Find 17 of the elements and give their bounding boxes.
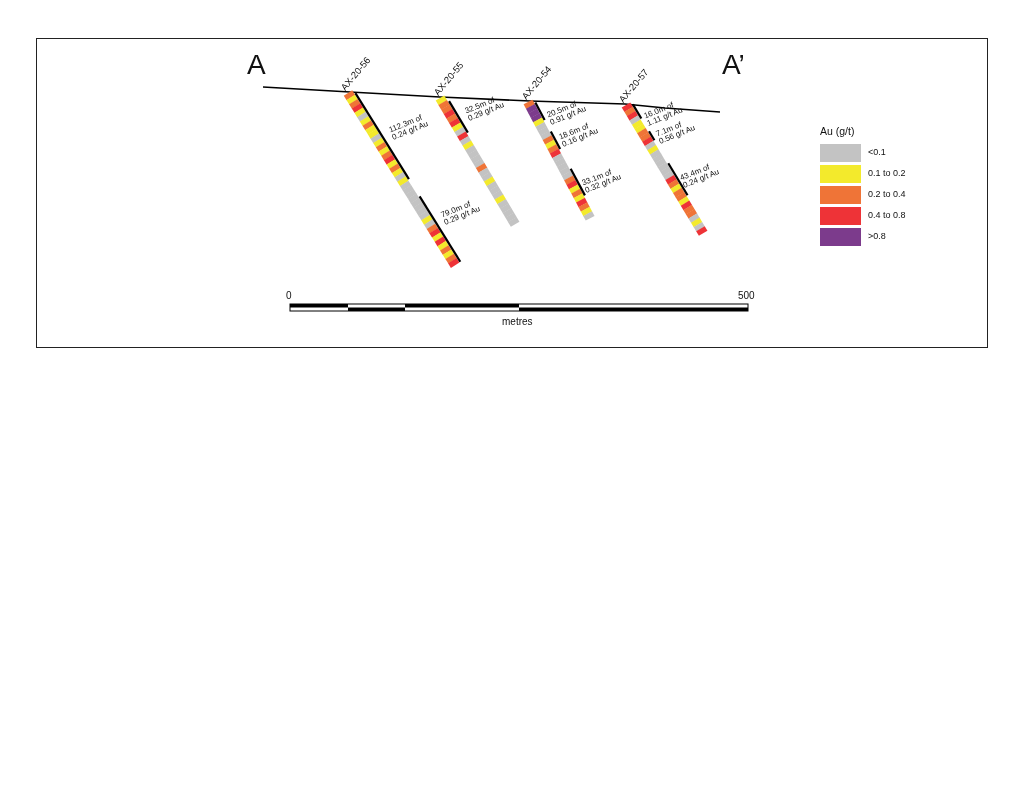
intercept-label: 18.6m of 0.16 g/t Au <box>558 121 601 150</box>
legend-label: 0.1 to 0.2 <box>868 168 906 178</box>
section-end-label: A’ <box>722 50 745 80</box>
intercept-label: 112.3m of 0.24 g/t Au <box>388 111 431 143</box>
legend-label: <0.1 <box>868 147 886 157</box>
scale-unit-label: metres <box>502 317 533 328</box>
scale-tick-label: 0 <box>286 291 292 302</box>
intercept-label: 33.1m of 0.32 g/t Au <box>581 166 624 196</box>
legend-label: 0.4 to 0.8 <box>868 210 906 220</box>
intercept-label: 32.5m of 0.29 g/t Au <box>464 94 507 124</box>
legend-title: Au (g/t) <box>820 126 855 137</box>
scale-tick-label: 500 <box>738 291 755 302</box>
intercept-label: 79.0m of 0.29 g/t Au <box>440 198 483 228</box>
intercept-label: 43.4m of 0.24 g/t Au <box>679 161 722 191</box>
legend-label: >0.8 <box>868 231 886 241</box>
legend-label: 0.2 to 0.4 <box>868 189 906 199</box>
section-end-label: A <box>247 50 266 80</box>
